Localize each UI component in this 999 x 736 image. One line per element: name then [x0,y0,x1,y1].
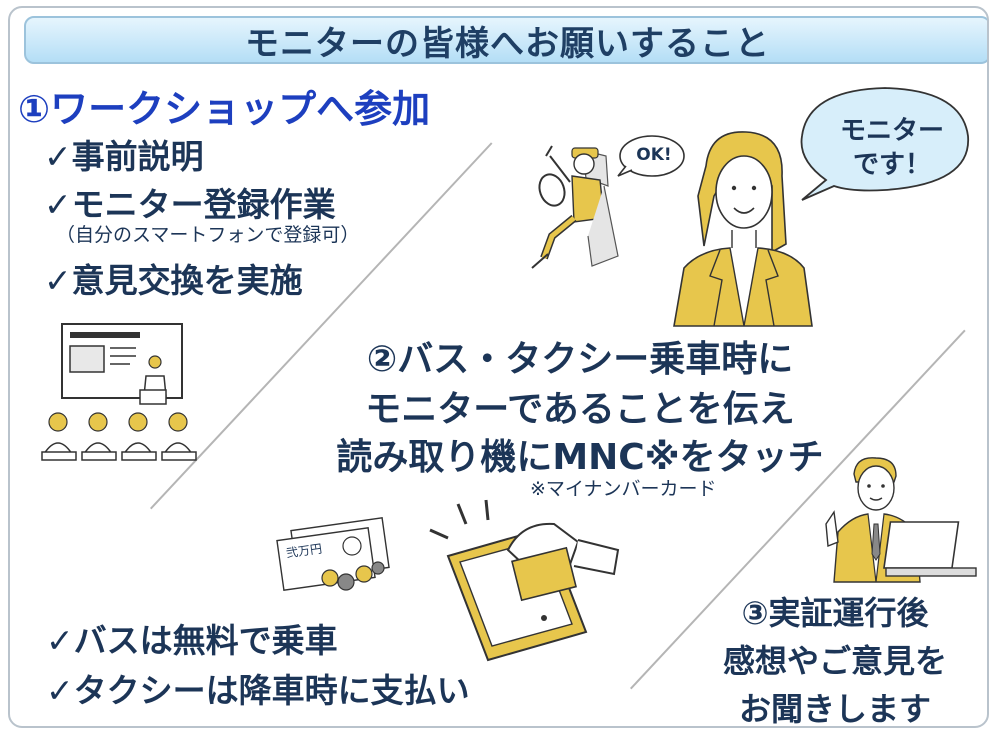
monitor-woman-illustration [673,131,813,327]
monitor-bubble-line2: です！ [852,150,931,180]
businessman-illustration [825,457,977,583]
card-touch-illustration [429,499,620,662]
banknotes-illustration [276,517,390,591]
section1-item-briefing: ✓事前説明 [44,137,204,176]
section2-line1: ②バス・タクシー乗車時に [366,339,794,380]
bus-free-note: ✓バスは無料で乗車 [46,621,338,660]
page-title: モニターの皆様へお願いすること [245,23,770,64]
section2-footnote: ※マイナンバーカード [530,478,717,500]
ok-bubble-text: OK! [636,145,672,165]
section2-line3: 読み取り機にMNC※をタッチ [336,437,824,478]
workshop-illustration [41,323,197,461]
section1-item-registration: ✓モニター登録作業 [44,185,336,224]
taxi-payment-note: ✓タクシーは降車時に支払い [46,671,470,710]
section3-line1: ③実証運行後 [741,594,929,632]
section3-line2: 感想やご意見を [722,642,947,680]
driver-illustration [531,135,685,269]
monitor-speech-bubble [800,87,969,201]
section1-item-opinion-exchange: ✓意見交換を実施 [44,261,303,300]
section1-heading-text: ①ワークショップへ参加 [18,87,431,131]
section2-line2: モニターであることを伝え [365,389,795,430]
section3-line3: お聞きします [738,690,931,728]
section1-heading: ①ワークショップへ参加 [18,78,430,133]
section1-note: （自分のスマートフォンで登録可） [56,224,360,246]
monitor-bubble-line1: モニター [839,116,944,146]
title-banner: モニターの皆様へお願いすること [24,16,987,64]
